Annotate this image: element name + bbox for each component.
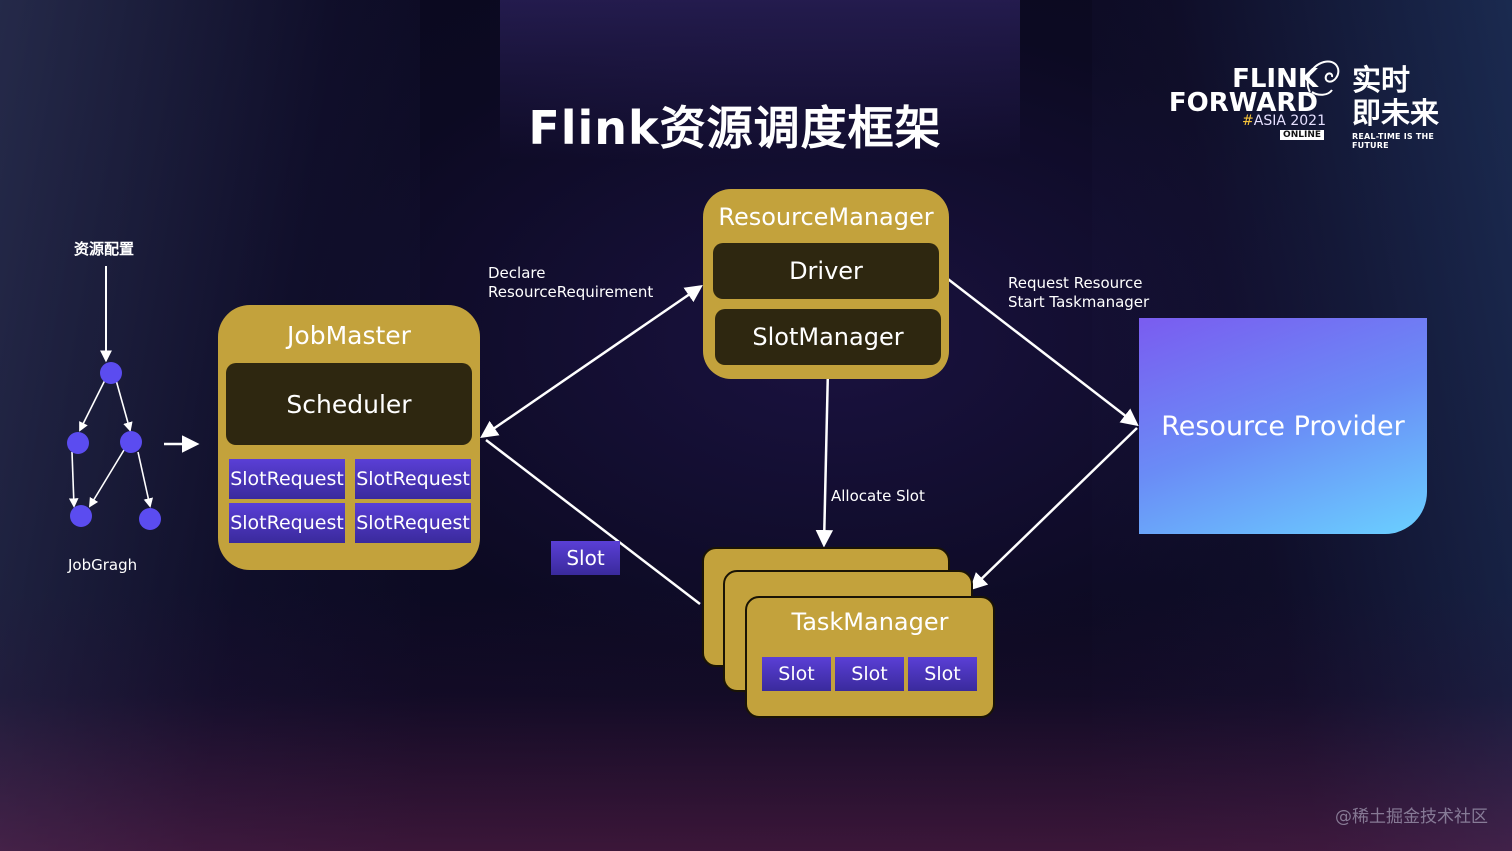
declare-label-line2: ResourceRequirement <box>488 283 654 301</box>
slot-manager-box: SlotManager <box>715 309 941 365</box>
declare-label: Declare ResourceRequirement <box>488 264 653 302</box>
request-label: Request Resource Start Taskmanager <box>1008 274 1149 312</box>
taskmanager-box: TaskManager Slot Slot Slot <box>745 596 995 718</box>
logo-cn-slogan: 实时 即未来 <box>1352 64 1452 130</box>
slot-request: SlotRequest <box>355 459 471 499</box>
logo-asia-text: ASIA 2021 <box>1253 113 1326 129</box>
resource-provider-box: Resource Provider <box>1139 318 1427 534</box>
request-label-line2: Start Taskmanager <box>1008 293 1150 311</box>
resource-config-label: 资源配置 <box>74 240 135 258</box>
jobmaster-title: JobMaster <box>287 321 411 350</box>
scheduler-box: Scheduler <box>226 363 472 445</box>
graph-node <box>100 362 122 384</box>
tm-slot: Slot <box>908 657 977 691</box>
graph-node <box>67 432 89 454</box>
declare-arrow <box>480 285 703 438</box>
jobmaster-box: JobMaster Scheduler SlotRequest SlotRequ… <box>218 305 480 570</box>
slot-offer-chip: Slot <box>551 541 620 575</box>
watermark: @稀土掘金技术社区 <box>1335 807 1488 827</box>
tm-slot: Slot <box>762 657 831 691</box>
allocate-label: Allocate Slot <box>831 487 925 505</box>
logo-cn-line2: 即未来 <box>1352 96 1440 130</box>
slot-request: SlotRequest <box>229 503 345 543</box>
graph-edge <box>89 449 125 508</box>
driver-box: Driver <box>713 243 939 299</box>
resource-manager-box: ResourceManager Driver SlotManager <box>703 189 949 379</box>
request-label-line1: Request Resource <box>1008 274 1143 292</box>
jobgraph-label: JobGragh <box>68 556 138 574</box>
graph-node <box>120 431 142 453</box>
logo-flink: FLINK <box>1232 64 1318 94</box>
declare-label-line1: Declare <box>488 264 546 282</box>
logo-asia: #ASIA 2021 <box>1242 113 1326 129</box>
resource-manager-title: ResourceManager <box>718 203 934 231</box>
taskmanager-title: TaskManager <box>791 608 949 636</box>
graph-node <box>139 508 161 530</box>
logo-forward: FORWARD <box>1168 88 1318 118</box>
logo-tagline: REAL-TIME IS THE FUTURE <box>1352 132 1435 150</box>
start-tm-arrow <box>969 427 1138 591</box>
allocate-arrow <box>815 367 834 548</box>
graph-edge <box>68 451 79 508</box>
graph-edge <box>137 451 154 508</box>
squirrel-icon <box>1306 60 1340 96</box>
slot-request: SlotRequest <box>229 459 345 499</box>
logo-online-badge: ONLINE <box>1280 130 1324 140</box>
request-arrow <box>943 275 1139 427</box>
flink-forward-logo: FLINK FORWARD #ASIA 2021 ONLINE 实时 即未来 R… <box>1169 60 1456 150</box>
graph-edge <box>79 377 107 432</box>
slot-request: SlotRequest <box>355 503 471 543</box>
slide-title: Flink资源调度框架 <box>528 101 942 155</box>
logo-cn-line1: 实时 <box>1352 63 1411 97</box>
graph-node <box>70 505 92 527</box>
graph-edge <box>115 379 133 432</box>
logo-asia-hash: # <box>1242 113 1254 129</box>
slot-offer-arrow <box>485 439 701 605</box>
tm-slot: Slot <box>835 657 904 691</box>
